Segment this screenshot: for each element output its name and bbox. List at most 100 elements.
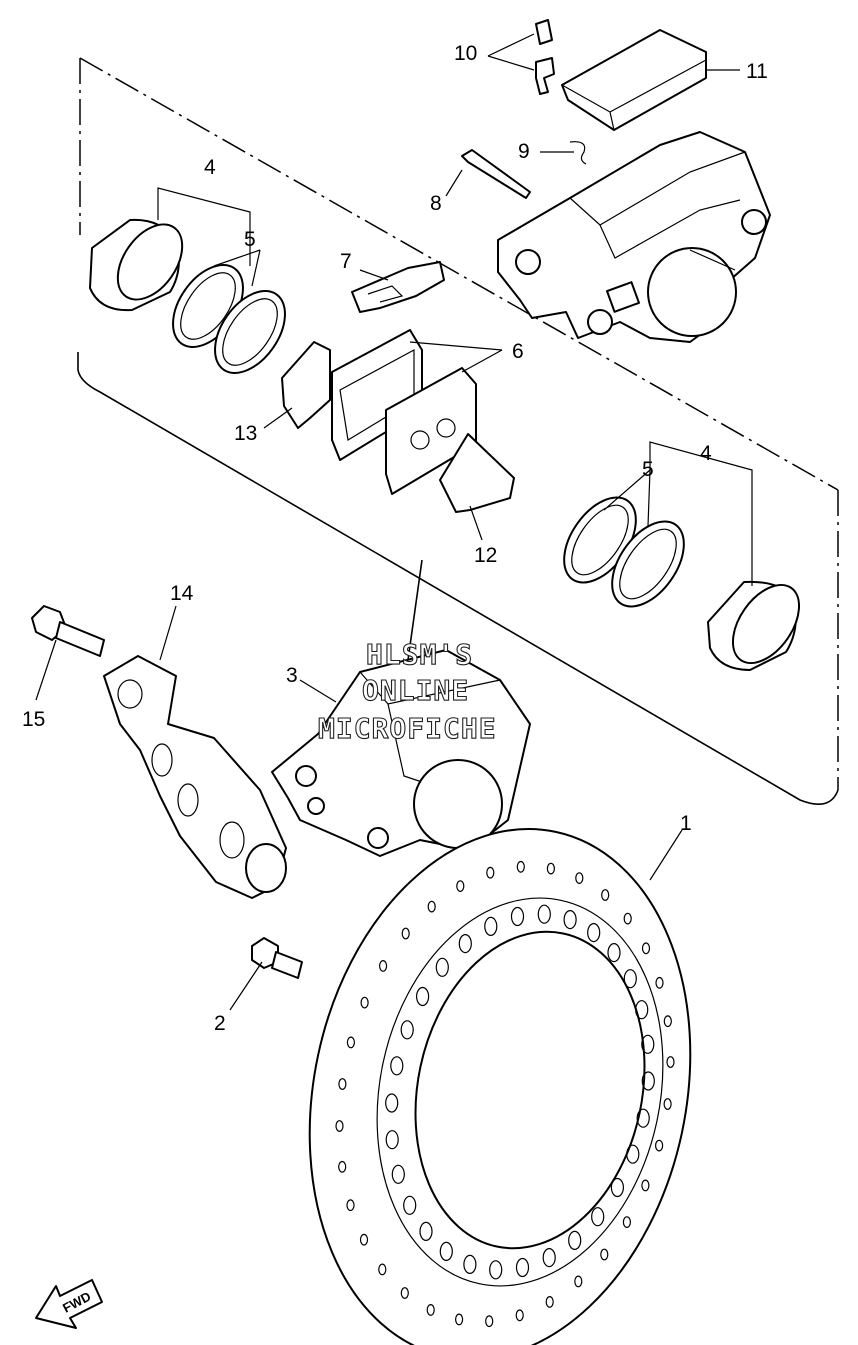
callout-14: 14 xyxy=(170,582,194,605)
callout-10: 10 xyxy=(454,42,477,65)
pad-spring-part xyxy=(351,261,445,313)
disc-hole xyxy=(486,866,495,879)
disc-hole xyxy=(489,1260,503,1280)
disc-hole xyxy=(568,1230,582,1251)
disc-hole xyxy=(654,1139,664,1152)
pad-cover-part xyxy=(561,29,707,131)
disc-hole xyxy=(563,909,577,930)
disc-hole xyxy=(385,1093,399,1113)
disc-hole xyxy=(400,1020,414,1040)
disc-hole xyxy=(338,1078,347,1090)
callout-2: 2 xyxy=(214,1012,226,1035)
piston-seals-upper-part xyxy=(172,264,286,374)
disc-hole xyxy=(636,1108,650,1128)
disc-hole xyxy=(390,1056,404,1076)
pad-shim-left-part xyxy=(281,341,331,429)
disc-hole xyxy=(666,1056,675,1068)
watermark-line-2: ONLINE xyxy=(362,674,469,707)
disc-hole xyxy=(385,1130,399,1150)
disc-hole xyxy=(663,1098,672,1110)
bleed-valve-part xyxy=(535,19,555,95)
callout-7: 7 xyxy=(340,250,352,273)
clip-part xyxy=(569,141,587,165)
disc-hole xyxy=(610,1177,625,1198)
disc-hole xyxy=(591,1207,605,1227)
callout-8: 8 xyxy=(430,192,442,215)
callout-4-bottom: 4 xyxy=(700,442,712,465)
disc-hole xyxy=(401,927,410,940)
disc-hole xyxy=(546,862,556,875)
caliper-bracket-part xyxy=(103,655,287,899)
disc-hole xyxy=(515,1257,530,1278)
callout-1: 1 xyxy=(680,812,692,835)
disc-hole xyxy=(655,976,664,989)
disc-holes xyxy=(335,860,675,1328)
disc-hole xyxy=(622,1216,632,1228)
disc-hole xyxy=(427,900,436,913)
disc-hole xyxy=(537,904,551,924)
pad-pin-part xyxy=(461,149,531,199)
disc-hole xyxy=(426,1303,435,1316)
disc-hole xyxy=(416,986,430,1007)
disc-hole xyxy=(379,960,388,972)
piston-lower-part xyxy=(707,580,801,671)
disc-hole xyxy=(419,1221,433,1242)
callout-6: 6 xyxy=(512,340,524,363)
disc-hole xyxy=(575,872,584,884)
disc-hole xyxy=(346,1199,355,1212)
disc-hole xyxy=(587,922,601,943)
disc-hole xyxy=(335,1120,344,1132)
bracket-bolt-part xyxy=(31,605,105,657)
callout-3: 3 xyxy=(286,664,298,687)
disc-bolt-part xyxy=(251,937,303,979)
callout-5-bottom: 5 xyxy=(642,458,654,481)
disc-hole xyxy=(641,1071,655,1091)
disc-hole xyxy=(346,1036,355,1049)
disc-hole xyxy=(463,1254,477,1275)
watermark-line-1: HLSM'S xyxy=(366,638,473,671)
disc-hole xyxy=(391,1164,405,1184)
disc-hole xyxy=(456,880,465,892)
disc-hole xyxy=(378,1263,387,1276)
disc-hole xyxy=(607,942,621,963)
callout-9: 9 xyxy=(518,140,530,163)
callout-4-top: 4 xyxy=(204,156,216,179)
disc-hole xyxy=(338,1160,347,1173)
disc-hole xyxy=(574,1275,583,1288)
disc-hole xyxy=(400,1287,409,1299)
watermark-line-3: MICROFICHE xyxy=(318,712,497,745)
disc-hole xyxy=(542,1247,556,1268)
disc-hole xyxy=(485,1315,494,1328)
disc-hole xyxy=(601,889,610,901)
disc-hole xyxy=(360,996,369,1009)
pad-shim-right-part xyxy=(439,433,515,513)
disc-hole xyxy=(623,912,632,925)
caliper-assembly-part xyxy=(271,649,531,857)
disc-hole xyxy=(439,1241,453,1262)
brake-disc-part xyxy=(308,828,692,1345)
disc-hole xyxy=(641,1034,655,1054)
leader-lines xyxy=(35,33,753,1011)
watermark: HLSM'S ONLINE MICROFICHE xyxy=(317,637,497,745)
piston-seals-lower-part xyxy=(563,496,685,608)
callout-12: 12 xyxy=(474,544,497,567)
disc-hole xyxy=(626,1144,640,1164)
disc-hole xyxy=(663,1015,672,1028)
disc-hole xyxy=(515,1309,524,1322)
disc-hole xyxy=(510,906,525,927)
caliper-upper-body xyxy=(497,131,771,343)
forward-arrow-icon: FWD xyxy=(35,1279,103,1329)
disc-hole xyxy=(403,1195,417,1215)
disc-hole xyxy=(458,933,472,954)
disc-hole xyxy=(600,1248,609,1261)
disc-hole xyxy=(455,1313,464,1326)
disc-hole xyxy=(641,1179,650,1192)
disc-hole xyxy=(359,1233,369,1246)
brake-pads-part xyxy=(331,329,477,495)
callout-11: 11 xyxy=(746,60,768,83)
callout-numbers: 10 11 9 8 4 5 7 6 13 4 5 12 14 3 15 1 2 xyxy=(22,42,768,1035)
piston-upper-part xyxy=(89,218,184,312)
disc-hole xyxy=(484,916,498,937)
callout-13: 13 xyxy=(234,422,257,445)
